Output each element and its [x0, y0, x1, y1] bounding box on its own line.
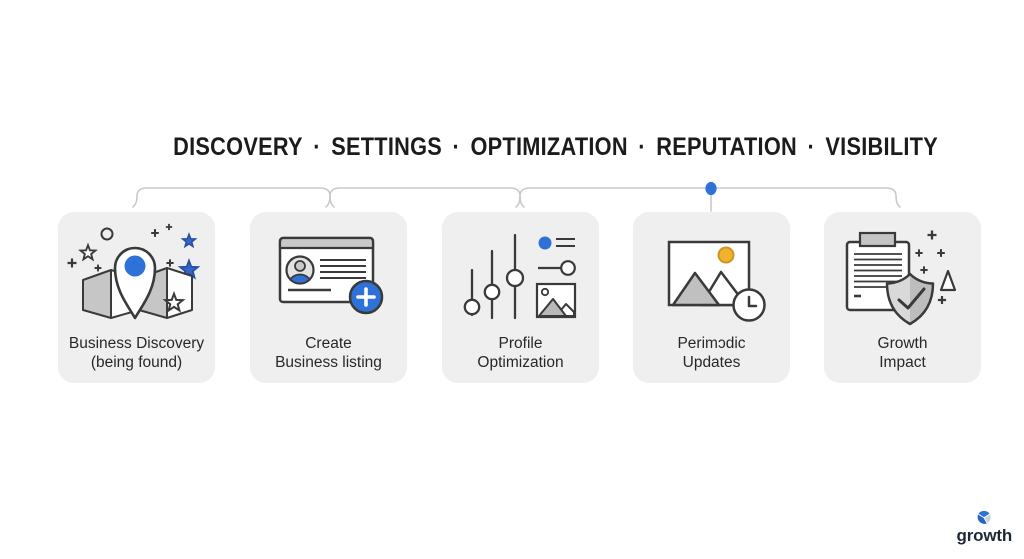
step-reputation: REPUTATION [656, 133, 798, 161]
card-label: Business Discovery (being found) [58, 334, 215, 372]
card-growth-impact: Growth Impact [824, 212, 981, 383]
sliders-icon [463, 233, 577, 320]
card-label-line1: Perimɔdic [677, 334, 746, 352]
step-optimization: OPTIMIZATION [470, 133, 629, 161]
card-business-discovery: Business Discovery (being found) [58, 212, 215, 383]
brand-logo: growth [957, 508, 1012, 544]
step-separator: · [807, 133, 816, 161]
card-label: Create Business listing [250, 334, 407, 372]
card-create-business-listing: Create Business listing [250, 212, 407, 383]
card-label-line1: Profile [498, 334, 543, 352]
card-label: Perimɔdic Updates [633, 334, 790, 372]
card-label-line2: Updates [682, 353, 741, 371]
step-separator: · [638, 133, 647, 161]
photo-clock-icon [667, 240, 766, 322]
card-profile-optimization: Profile Optimization [442, 212, 599, 383]
listing-card-plus-icon [278, 236, 384, 315]
step-visibility: VISIBILITY [825, 133, 939, 161]
card-label-line1: Create [305, 334, 352, 352]
step-settings: SETTINGS [331, 133, 443, 161]
step-separator: · [313, 133, 322, 161]
growth-logo-icon [977, 510, 992, 525]
card-periodic-updates: Perimɔdic Updates [633, 212, 790, 383]
map-location-pin-icon [66, 222, 199, 320]
progress-bracket [132, 181, 901, 212]
bracket-segment-1 [132, 187, 335, 208]
steps-header: DISCOVERY · SETTINGS · OPTIMIZATION · REPUTATI… [0, 133, 1024, 162]
bracket-segment-2 [325, 187, 525, 208]
card-label-line2: Business listing [275, 353, 382, 371]
card-label-line1: Growth [877, 334, 928, 352]
card-label-line2: Impact [879, 353, 926, 371]
step-discovery: DISCOVERY [173, 133, 304, 161]
brand-logo-text: growth [956, 526, 1013, 545]
card-label-line2: Optimization [477, 353, 564, 371]
steps-header-text: DISCOVERY · SETTINGS · OPTIMIZATION · REPUTATI… [174, 133, 939, 162]
card-label-line2: (being found) [90, 353, 183, 371]
card-label-line1: Business Discovery [68, 334, 205, 352]
card-label: Profile Optimization [442, 334, 599, 372]
report-shield-check-icon [845, 229, 957, 326]
card-label: Growth Impact [824, 334, 981, 372]
progress-dot [705, 181, 717, 196]
step-separator: · [452, 133, 461, 161]
